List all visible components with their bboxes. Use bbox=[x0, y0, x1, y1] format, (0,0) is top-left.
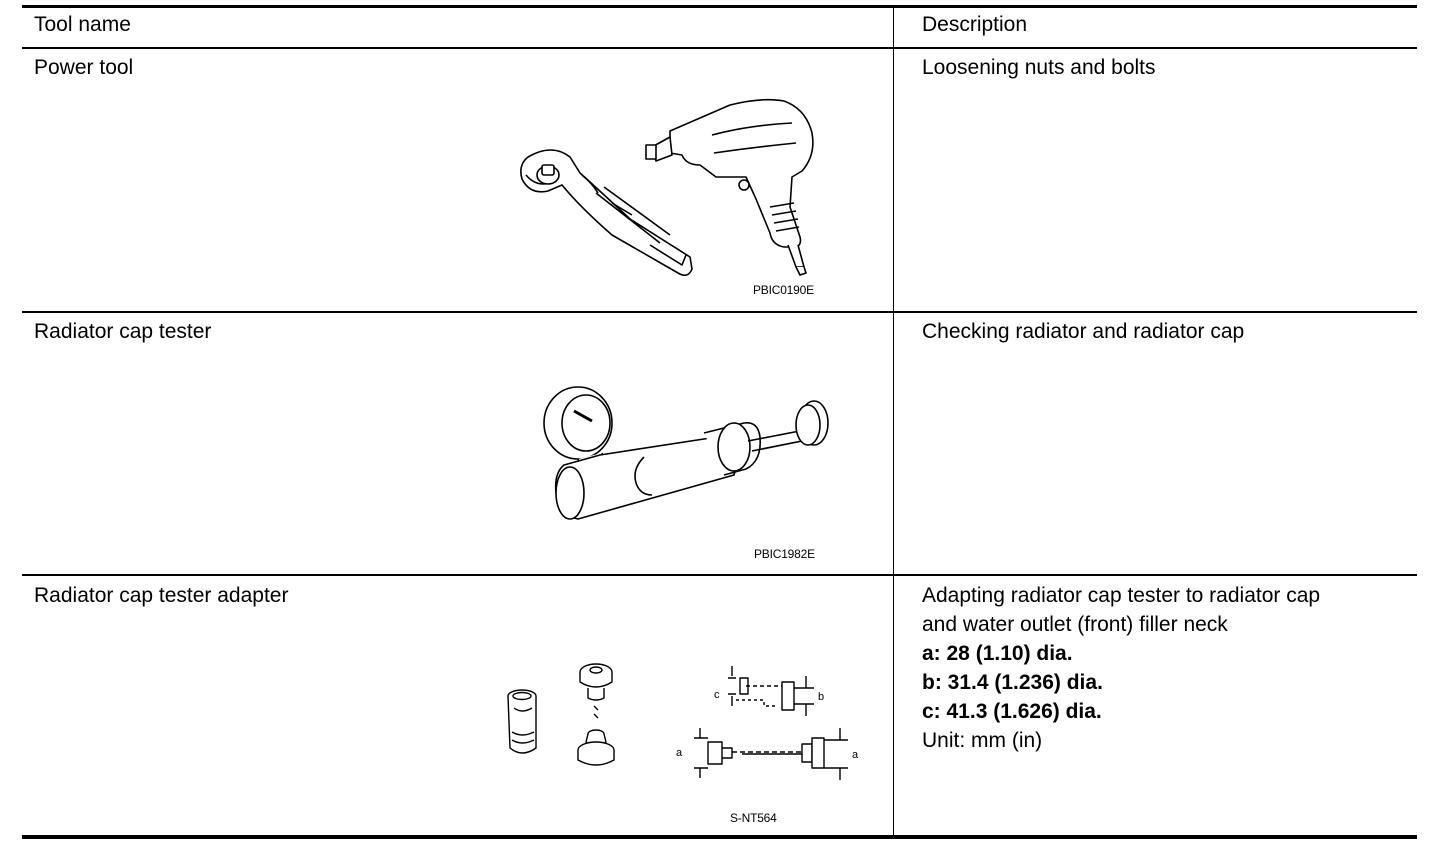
air-ratchet-icon bbox=[520, 149, 693, 277]
dimension-diagram-bottom-icon bbox=[694, 728, 848, 780]
table-top-rule bbox=[22, 5, 1417, 8]
dimension-label-b: b bbox=[818, 691, 824, 703]
dimension-b-line: b: 31.4 (1.236) dia. bbox=[922, 671, 1103, 694]
header-rule bbox=[22, 47, 1417, 49]
figure-code: S-NT564 bbox=[730, 811, 777, 825]
row-description: Checking radiator and radiator cap bbox=[922, 320, 1245, 343]
row-divider bbox=[22, 311, 1417, 313]
figure-code: PBIC0190E bbox=[753, 283, 814, 297]
dimension-diagram-top-icon bbox=[728, 666, 814, 716]
row-description-line: Adapting radiator cap tester to radiator… bbox=[922, 584, 1321, 607]
unit-line: Unit: mm (in) bbox=[922, 729, 1043, 752]
impact-wrench-icon bbox=[645, 98, 814, 276]
tool-table: Tool name Description Power tool Looseni… bbox=[22, 0, 1417, 844]
header-tool-name: Tool name bbox=[34, 13, 131, 36]
dimension-label-a: a bbox=[676, 747, 683, 759]
row-tool-name: Radiator cap tester adapter bbox=[34, 584, 289, 607]
radiator-cap-tester-illustration-icon: PBIC1982E bbox=[534, 385, 834, 561]
table-bottom-rule bbox=[22, 835, 1417, 839]
power-tools-illustration-icon: PBIC0190E bbox=[500, 95, 820, 297]
dimension-label-c: c bbox=[714, 689, 720, 701]
dimension-a-line: a: 28 (1.10) dia. bbox=[922, 642, 1073, 665]
dimension-label-a: a bbox=[852, 749, 859, 761]
row-divider bbox=[22, 574, 1417, 576]
row-description: Loosening nuts and bolts bbox=[922, 56, 1156, 79]
header-description: Description bbox=[922, 13, 1028, 36]
column-divider bbox=[893, 6, 894, 838]
row-description-line: and water outlet (front) filler neck bbox=[922, 613, 1228, 636]
row-tool-name: Power tool bbox=[34, 56, 134, 79]
adapter-cylinder-icon bbox=[507, 689, 537, 754]
dimension-c-line: c: 41.3 (1.626) dia. bbox=[922, 700, 1102, 723]
adapter-cap-icon bbox=[577, 663, 615, 766]
row-tool-name: Radiator cap tester bbox=[34, 320, 212, 343]
figure-code: PBIC1982E bbox=[754, 547, 815, 561]
radiator-cap-adapter-illustration-icon: c b a a S-NT564 bbox=[502, 658, 862, 825]
